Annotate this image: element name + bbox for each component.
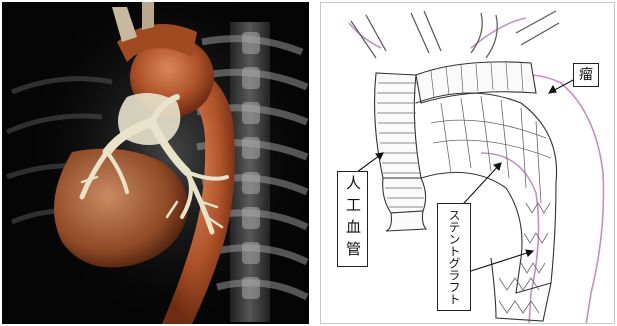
ct-rendering-panel	[2, 2, 309, 324]
label-artificial-graft: 人工血管	[337, 171, 368, 267]
branch-vessels	[351, 11, 559, 58]
ct-rendering-image	[2, 2, 309, 324]
neck-vessel	[142, 2, 154, 30]
airway-structure	[118, 93, 180, 145]
label-stent-graft: ステントグラフト	[437, 203, 471, 311]
label-aneurysm: 瘤	[573, 63, 599, 87]
schematic-drawing-panel: 人工血管 瘤 ステントグラフト	[320, 2, 615, 324]
